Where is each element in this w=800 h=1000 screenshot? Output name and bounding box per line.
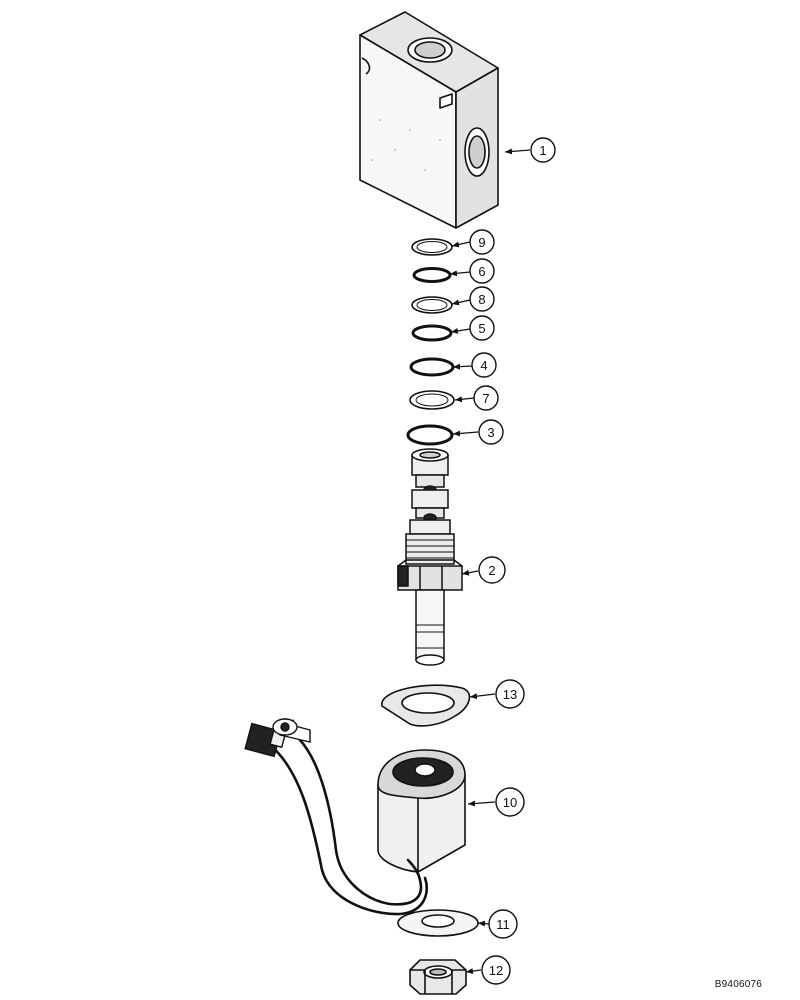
- svg-text:7: 7: [482, 391, 489, 406]
- svg-text:10: 10: [503, 795, 517, 810]
- solenoid-coil-part: [377, 749, 466, 873]
- washer-part: [397, 909, 479, 937]
- callout-9: 9: [469, 229, 495, 255]
- callout-11: 11: [488, 909, 518, 939]
- svg-text:9: 9: [478, 235, 485, 250]
- callout-10: 10: [495, 787, 525, 817]
- backup-ring-9: [411, 238, 453, 256]
- svg-text:8: 8: [478, 292, 485, 307]
- callout-1: 1: [530, 137, 556, 163]
- svg-text:2: 2: [488, 563, 495, 578]
- wire-harness: [268, 738, 429, 916]
- callout-7: 7: [473, 385, 499, 411]
- svg-text:4: 4: [480, 358, 487, 373]
- callout-8: 8: [469, 286, 495, 312]
- callout-3: 3: [478, 419, 504, 445]
- valve-block-part: [359, 11, 499, 229]
- figure-id-label: B9406076: [714, 979, 762, 990]
- cartridge-valve-part: [397, 448, 463, 666]
- callout-12: 12: [481, 955, 511, 985]
- ring-terminal: [272, 718, 311, 743]
- callout-13: 13: [495, 679, 525, 709]
- o-ring-4: [409, 357, 455, 377]
- nut-part: [409, 959, 467, 995]
- svg-text:6: 6: [478, 264, 485, 279]
- o-ring-6: [412, 267, 452, 283]
- callout-4: 4: [471, 352, 497, 378]
- svg-text:5: 5: [478, 321, 485, 336]
- svg-text:13: 13: [503, 687, 517, 702]
- callout-5: 5: [469, 315, 495, 341]
- backup-ring-7: [409, 390, 455, 410]
- callout-6: 6: [469, 258, 495, 284]
- plate-part: [381, 684, 471, 727]
- svg-text:11: 11: [496, 917, 510, 932]
- o-ring-5: [411, 324, 453, 342]
- leader-lines: [449, 148, 531, 975]
- svg-text:3: 3: [487, 425, 494, 440]
- svg-text:12: 12: [489, 963, 503, 978]
- svg-text:1: 1: [539, 143, 546, 158]
- callout-2: 2: [478, 556, 506, 584]
- o-ring-3: [406, 424, 454, 446]
- backup-ring-8: [411, 296, 453, 314]
